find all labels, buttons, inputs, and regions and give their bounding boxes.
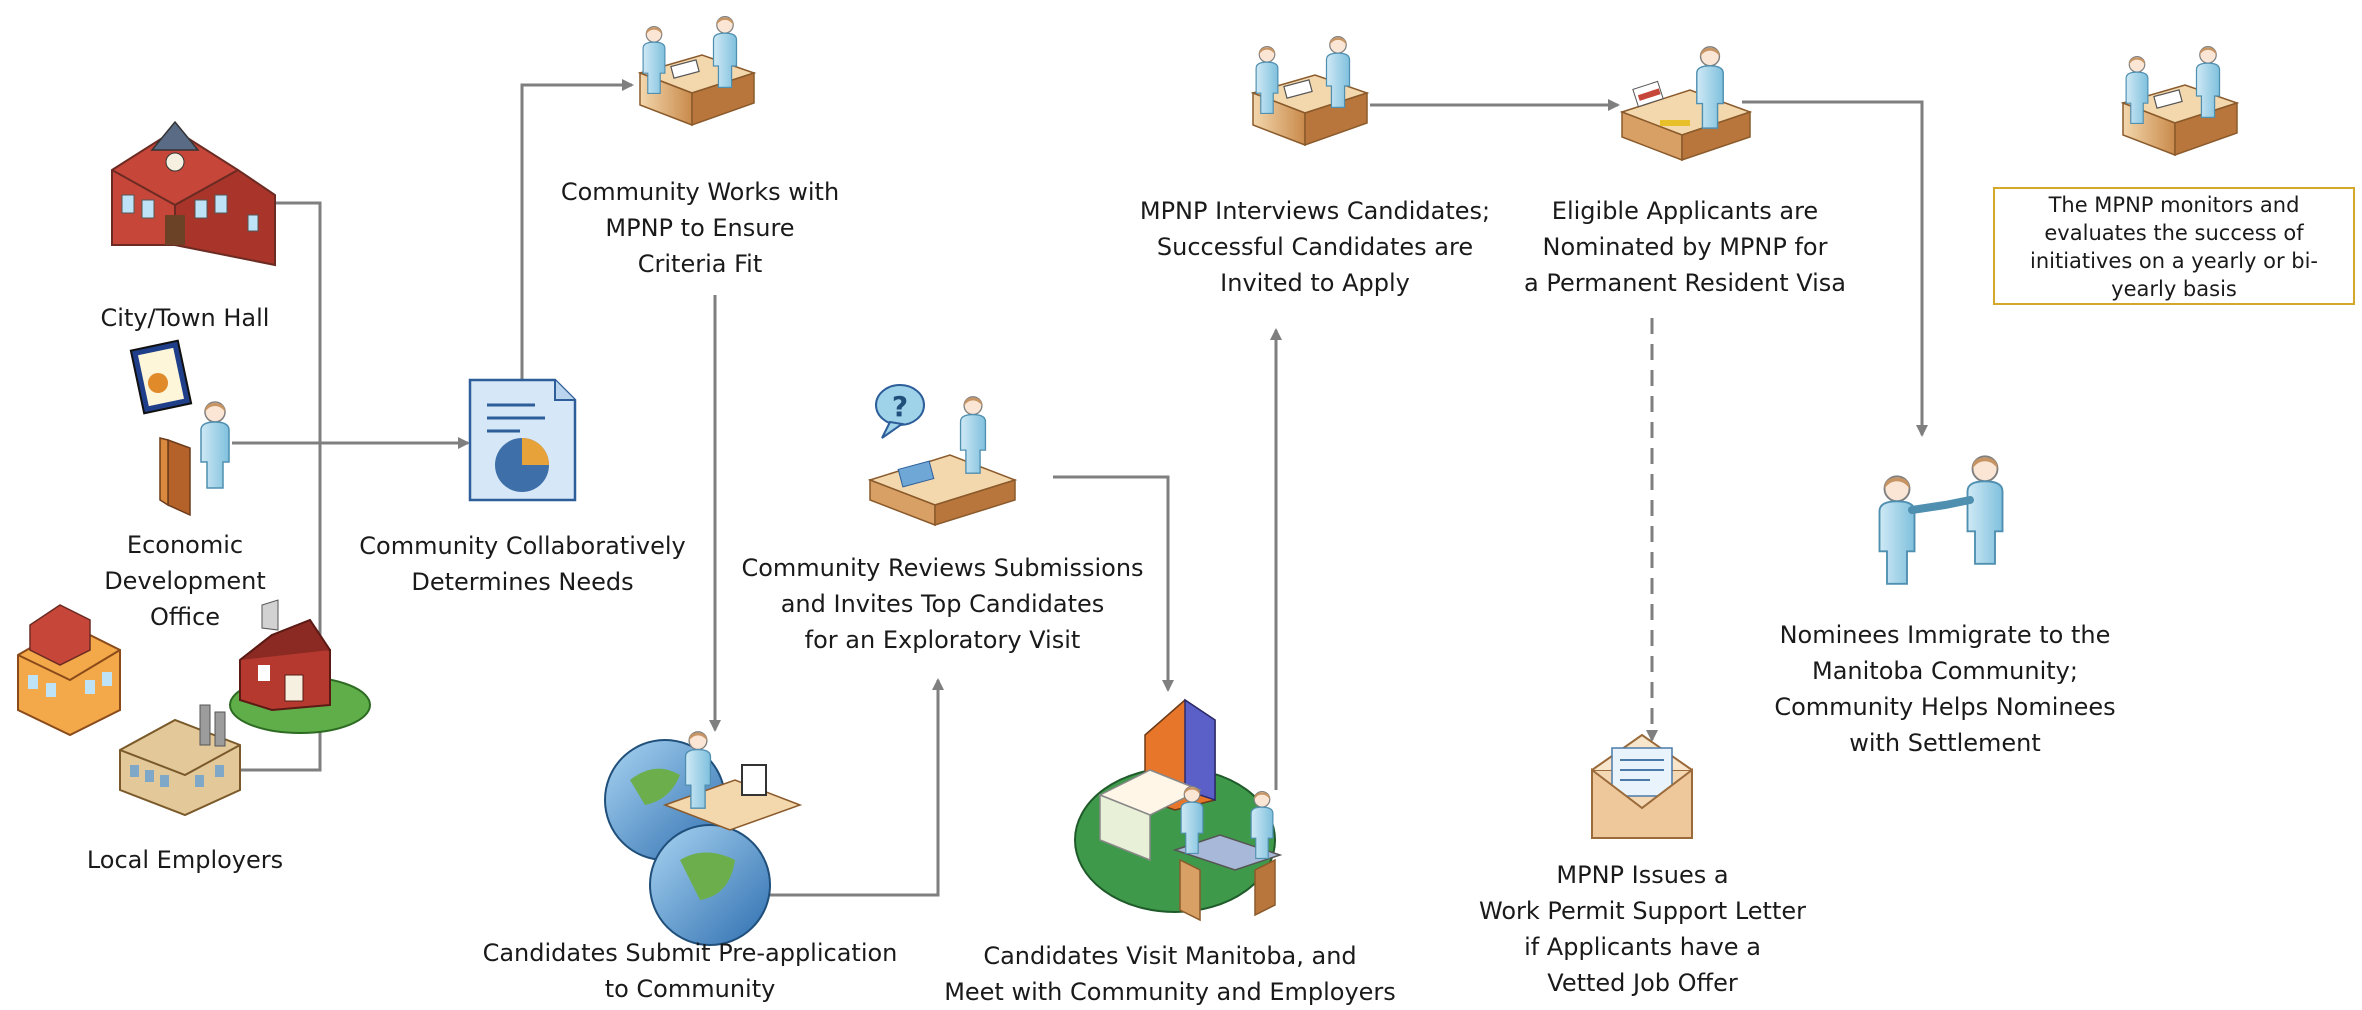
note-line: evaluates the success of — [2044, 221, 2304, 245]
label-line: Community Works with — [560, 178, 840, 206]
label-line: Vetted Job Offer — [1547, 969, 1738, 997]
label-line: Nominated by MPNP for — [1542, 233, 1828, 261]
label-line: Local Employers — [86, 846, 284, 874]
envelope-letter-icon — [1591, 733, 1693, 839]
label-works-mpnp: Community Works with MPNP to Ensure Crit… — [545, 174, 855, 282]
label-line: a Permanent Resident Visa — [1523, 269, 1847, 297]
monitor-note-box: The MPNP monitors and evaluates the succ… — [1993, 187, 2355, 305]
label-reviews: Community Reviews Submissions and Invite… — [735, 550, 1150, 658]
label-interviews: MPNP Interviews Candidates; Successful C… — [1120, 193, 1510, 301]
label-visit: Candidates Visit Manitoba, and Meet with… — [930, 938, 1410, 1010]
note-line: yearly basis — [2111, 277, 2237, 301]
globe-worker-icon — [604, 731, 803, 946]
report-document-icon — [468, 378, 577, 502]
label-line: MPNP Issues a — [1556, 861, 1729, 889]
label-econ-dev: Economic Development Office — [80, 527, 290, 635]
city-hall-icon — [111, 120, 276, 267]
label-line: Work Permit Support Letter — [1479, 897, 1806, 925]
handshake-icon — [1878, 454, 2004, 586]
label-line: City/Town Hall — [100, 304, 270, 332]
connector-preapp-to-reviews — [770, 678, 944, 897]
connector-reviews-to-visit — [1053, 475, 1174, 692]
interview-desk-icon — [1253, 37, 1367, 145]
label-line: Successful Candidates are — [1156, 233, 1474, 261]
label-nominated: Eligible Applicants are Nominated by MPN… — [1500, 193, 1870, 301]
connector-collab-to-works — [520, 79, 634, 380]
label-line: if Applicants have a — [1524, 933, 1761, 961]
connector-nominated-to-immigrate — [1742, 100, 1928, 437]
monitor-desk-icon — [2123, 47, 2237, 155]
label-line: Development — [104, 567, 266, 595]
note-line: initiatives on a yearly or bi- — [2029, 249, 2318, 273]
label-line: MPNP Interviews Candidates; — [1139, 197, 1491, 225]
label-line: Invited to Apply — [1220, 269, 1410, 297]
svg-text:?: ? — [892, 390, 908, 423]
label-line: MPNP to Ensure — [605, 214, 795, 242]
label-local-employers: Local Employers — [50, 842, 320, 878]
label-line: Criteria Fit — [637, 250, 763, 278]
label-line: Community Helps Nominees — [1774, 693, 2116, 721]
label-line: Eligible Applicants are — [1551, 197, 1819, 225]
label-line: with Settlement — [1849, 729, 2041, 757]
connector-city-hall — [240, 201, 322, 772]
connectors — [232, 79, 1928, 897]
label-collab: Community Collaboratively Determines Nee… — [340, 528, 705, 600]
city-meeting-icon — [1074, 698, 1283, 922]
label-line: Community Reviews Submissions — [741, 554, 1144, 582]
label-line: Economic — [126, 531, 244, 559]
presenter-icon — [129, 339, 230, 517]
label-line: and Invites Top Candidates — [780, 590, 1105, 618]
label-work-permit: MPNP Issues a Work Permit Support Letter… — [1460, 857, 1825, 1001]
desk-worker-icon — [640, 17, 754, 125]
label-line: Determines Needs — [411, 568, 634, 596]
label-immigrate: Nominees Immigrate to the Manitoba Commu… — [1760, 617, 2130, 761]
label-line: to Community — [604, 975, 776, 1003]
label-line: Candidates Visit Manitoba, and — [983, 942, 1357, 970]
label-line: Community Collaboratively — [359, 532, 686, 560]
label-preapp: Candidates Submit Pre-application to Com… — [470, 935, 910, 1007]
help-desk-icon: ? — [867, 384, 1018, 527]
factory-icon — [17, 599, 371, 817]
label-line: Meet with Community and Employers — [944, 978, 1396, 1006]
label-line: Office — [149, 603, 221, 631]
label-line: Nominees Immigrate to the — [1779, 621, 2111, 649]
nomination-desk-icon — [1619, 46, 1753, 162]
label-line: Manitoba Community; — [1812, 657, 2078, 685]
label-city-hall: City/Town Hall — [60, 300, 310, 336]
label-line: for an Exploratory Visit — [804, 626, 1081, 654]
label-line: Candidates Submit Pre-application — [482, 939, 898, 967]
note-line: The MPNP monitors and — [2048, 193, 2300, 217]
